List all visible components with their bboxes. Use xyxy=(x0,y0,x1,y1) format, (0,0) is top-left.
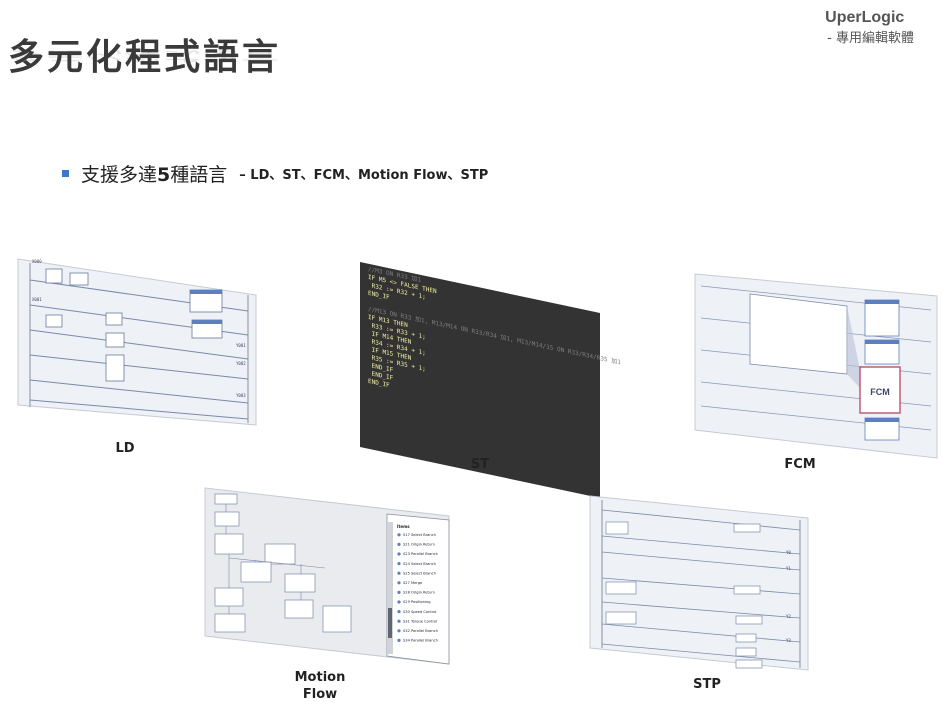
bullet-text-pre: 支援多達 xyxy=(81,164,158,186)
st-caption: ST xyxy=(470,457,490,472)
motion-list-item[interactable]: S30 Speed Control xyxy=(403,610,436,614)
fcm-diagram: FCM xyxy=(694,273,938,459)
ld-contact-label-1: X001 xyxy=(32,297,42,302)
ld-coil-label-0: Y001 xyxy=(236,343,246,348)
motion-list-item[interactable]: S31 Torque Control xyxy=(403,619,437,623)
motion-item-icon xyxy=(397,610,401,614)
motion-list-item[interactable]: S23 Parallel Branch xyxy=(403,552,438,556)
motion-caption-line1: Motion xyxy=(294,670,346,685)
brand-name: UperLogic xyxy=(825,9,905,26)
motion-item-icon xyxy=(397,571,401,575)
motion-list-item[interactable]: S27 Merge xyxy=(403,581,423,585)
stp-coil-label-1: Y1 xyxy=(786,566,791,571)
motion-item-icon xyxy=(397,590,401,594)
motion-item-icon xyxy=(397,542,401,546)
stp-coil-label-3: Y3 xyxy=(786,638,791,643)
slide-title-reflection: 多元化程式語言 xyxy=(8,48,282,63)
motion-item-icon xyxy=(397,552,401,556)
bullet-number: 5 xyxy=(157,164,171,186)
ld-coil-label-2: Y003 xyxy=(236,393,246,398)
motion-item-icon xyxy=(397,600,401,604)
motion-list-item[interactable]: S32 Parallel Branch xyxy=(403,629,438,633)
ld-caption: LD xyxy=(115,441,135,456)
stp-diagram: Y0 Y1 Y2 Y3 xyxy=(589,495,809,671)
bullet-language-list: – LD、ST、FCM、Motion Flow、STP xyxy=(239,168,489,183)
fcm-block-label: FCM xyxy=(870,387,890,397)
motion-caption-line2: Flow xyxy=(302,687,338,702)
fcm-caption: FCM xyxy=(784,457,816,472)
motion-item-icon xyxy=(397,638,401,642)
stp-screenshot: Y0 Y1 Y2 Y3 xyxy=(589,495,812,672)
motion-list-item[interactable]: S29 Positioning xyxy=(403,600,431,604)
motion-flow-caption: Motion Flow xyxy=(280,669,360,703)
motion-item-icon xyxy=(397,581,401,585)
motion-item-icon xyxy=(397,562,401,566)
motion-list-item[interactable]: S34 Parallel Branch xyxy=(403,639,438,643)
bullet-text: 支援多達5種語言 xyxy=(81,160,227,187)
brand-block: UperLogic - 專用編輯軟體 xyxy=(825,9,914,46)
motion-list-item[interactable]: S21 Origin Return xyxy=(403,543,435,547)
ld-diagram: X000 X001 Y001 Y002 Y003 xyxy=(17,258,257,426)
bullet-square-icon xyxy=(62,170,69,177)
fcm-screenshot: FCM xyxy=(694,270,940,460)
slide-title: 多元化程式語言 xyxy=(8,37,282,78)
motion-list-item[interactable]: S17 Select Branch xyxy=(403,533,436,537)
motion-list-item[interactable]: S25 Select Branch xyxy=(403,571,436,575)
motion-list-header: Items xyxy=(397,524,410,529)
motion-item-icon xyxy=(397,619,401,623)
language-bullet: 支援多達5種語言 – LD、ST、FCM、Motion Flow、STP xyxy=(62,160,488,187)
brand-subtitle: - 專用編輯軟體 xyxy=(827,31,914,46)
st-line-gutter xyxy=(362,301,368,302)
stp-caption: STP xyxy=(693,677,721,692)
stp-coil-label-2: Y2 xyxy=(786,614,791,619)
ld-screenshot: X000 X001 Y001 Y002 Y003 xyxy=(17,255,260,427)
motion-item-icon xyxy=(397,629,401,633)
motion-item-icon xyxy=(397,533,401,537)
motion-list-item[interactable]: S24 Select Branch xyxy=(403,562,436,566)
stp-coil-label-0: Y0 xyxy=(786,550,791,555)
ld-coil-label-1: Y002 xyxy=(236,361,246,366)
ld-contact-label-0: X000 xyxy=(32,259,42,264)
bullet-text-post: 種語言 xyxy=(170,164,228,186)
motion-list-item[interactable]: S28 Origin Return xyxy=(403,591,435,595)
